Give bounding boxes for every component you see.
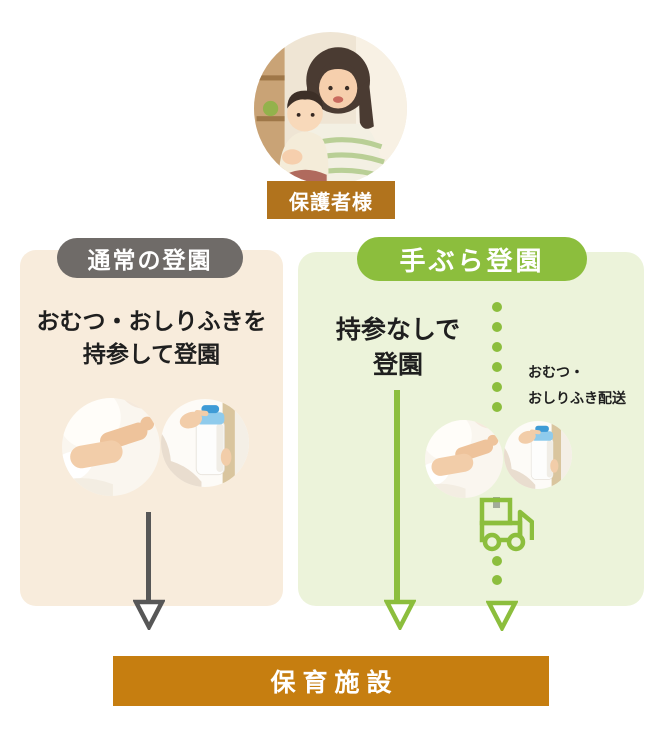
delivery-note-line: おしりふき配送: [528, 389, 626, 406]
normal-attendance-description: おむつ・おしりふきを 持参して登園: [20, 305, 283, 372]
dot: [492, 302, 502, 312]
baby-diaper-photo-illustration: [62, 398, 160, 496]
dot: [492, 575, 502, 585]
wipes-container-photo: [161, 399, 249, 487]
wipes-container-photo-illustration: [504, 421, 572, 489]
down-arrowhead-icon: [486, 600, 518, 631]
mother-baby-photo-illustration: [254, 32, 407, 185]
baby-diaper-photo-illustration: [425, 420, 503, 498]
handsfree-attendance-description: 持参なしで 登園: [300, 313, 496, 383]
wipes-container-photo: [504, 421, 572, 489]
wipes-container-photo-illustration: [161, 399, 249, 487]
delivery-note-line: おむつ・: [528, 364, 584, 380]
handsfree-flow-arrow-shaft: [394, 390, 400, 600]
delivery-dotted-line-top: [492, 302, 502, 412]
guardian-photo: [254, 32, 407, 185]
description-line: 持参して登園: [82, 341, 221, 368]
guardian-label: 保護者様: [267, 181, 395, 219]
description-line: おむつ・おしりふきを: [36, 308, 267, 334]
description-line: 持参なしで: [335, 316, 461, 344]
normal-flow-arrow-shaft: [146, 512, 151, 602]
nursery-facility-bar: 保育施設: [113, 656, 549, 706]
delivery-dotted-line-bottom: [492, 556, 502, 585]
normal-attendance-title: 通常の登園: [57, 238, 243, 278]
dot: [492, 402, 502, 412]
description-line: 登園: [372, 351, 423, 379]
dot: [492, 362, 502, 372]
dot: [492, 382, 502, 392]
down-arrowhead-icon: [384, 599, 416, 630]
dot: [492, 342, 502, 352]
delivery-truck-icon: [472, 496, 534, 552]
dot: [492, 322, 502, 332]
handsfree-attendance-title: 手ぶら登園: [357, 237, 587, 281]
baby-diaper-photo: [425, 420, 503, 498]
baby-diaper-photo: [62, 398, 160, 496]
down-arrowhead-icon: [133, 599, 165, 630]
delivery-note: おむつ・ おしりふき配送: [528, 360, 626, 412]
dot: [492, 556, 502, 566]
